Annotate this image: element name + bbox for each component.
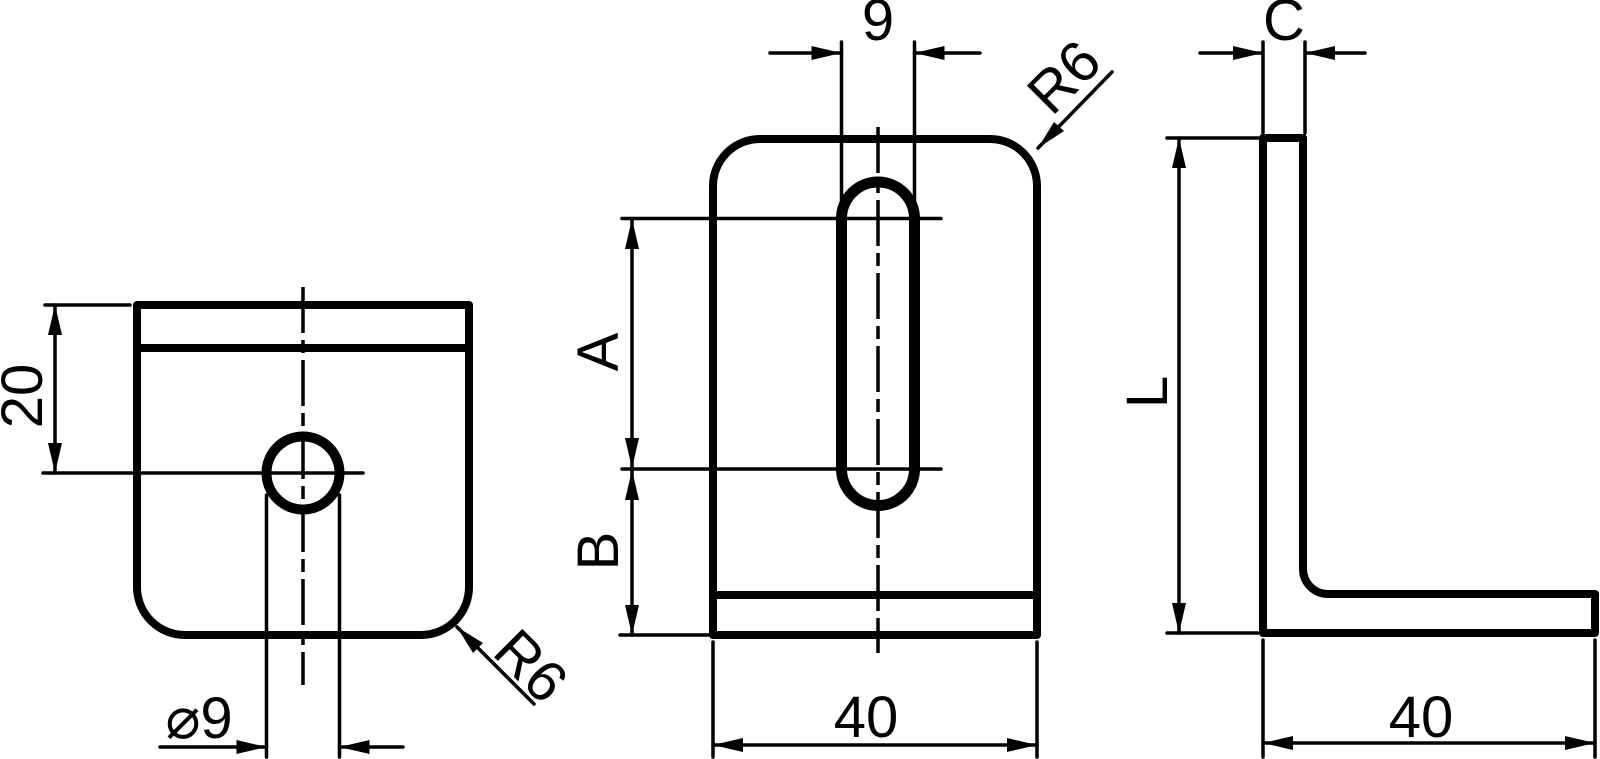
dim-width-label: 40 — [834, 685, 899, 750]
arrowhead-down — [1172, 603, 1186, 633]
dim-depth-label: 20 — [0, 364, 55, 429]
part-outline — [709, 135, 1041, 639]
dim-slot-width-9: 9 — [768, 0, 982, 212]
dim-length-l: L — [1115, 136, 1260, 635]
dim-width-40: 40 — [711, 640, 1039, 759]
radius-label: R6 — [1015, 28, 1113, 126]
arrowhead-right — [811, 46, 842, 60]
arrowhead-left — [1305, 46, 1335, 60]
radius-label: R6 — [482, 617, 580, 715]
dim-depth-20: 20 — [0, 303, 132, 475]
arrowhead-left — [914, 46, 945, 60]
dim-slot-width-label: 9 — [862, 0, 894, 53]
dim-b-label: B — [566, 532, 631, 571]
arrowhead-left — [339, 740, 370, 754]
dim-thickness-c: C — [1198, 0, 1367, 135]
dim-hole-label: ⌀9 — [165, 686, 232, 751]
top-view: 20 ⌀9 R6 — [0, 287, 580, 759]
arrowhead-up — [625, 219, 639, 249]
dim-a-label: A — [566, 332, 631, 371]
arrowhead-right — [1233, 46, 1263, 60]
dim-depth-label: 40 — [1389, 685, 1454, 750]
dim-a: A — [566, 217, 639, 470]
dim-length-label: L — [1115, 376, 1180, 408]
dim-thickness-label: C — [1263, 0, 1305, 53]
arrowhead-left — [1263, 736, 1293, 750]
arrowhead-right — [1565, 736, 1595, 750]
side-view: C L 40 — [1115, 0, 1599, 759]
arrowhead-right — [236, 740, 267, 754]
dim-hole-diameter: ⌀9 — [158, 493, 405, 759]
arrowhead-right — [1007, 738, 1037, 752]
dim-depth-40: 40 — [1261, 638, 1597, 759]
arrowhead-down — [48, 443, 62, 473]
front-view: 9 R6 A B 40 — [566, 0, 1114, 759]
part-outline — [1259, 134, 1599, 637]
arrowhead-left — [713, 738, 743, 752]
leader-arrowhead — [457, 627, 483, 653]
arrowhead-up — [48, 305, 62, 335]
arrowhead-up — [625, 470, 639, 500]
part-outline — [133, 301, 473, 639]
leader-arrowhead — [1038, 122, 1064, 148]
arrowhead-down — [625, 605, 639, 635]
arrowhead-down — [625, 438, 639, 468]
radius-callout-r6-top-view: R6 — [455, 617, 580, 715]
arrowhead-up — [1172, 138, 1186, 168]
radius-callout-r6-front-view: R6 — [1015, 28, 1114, 150]
dim-b: B — [566, 468, 713, 637]
